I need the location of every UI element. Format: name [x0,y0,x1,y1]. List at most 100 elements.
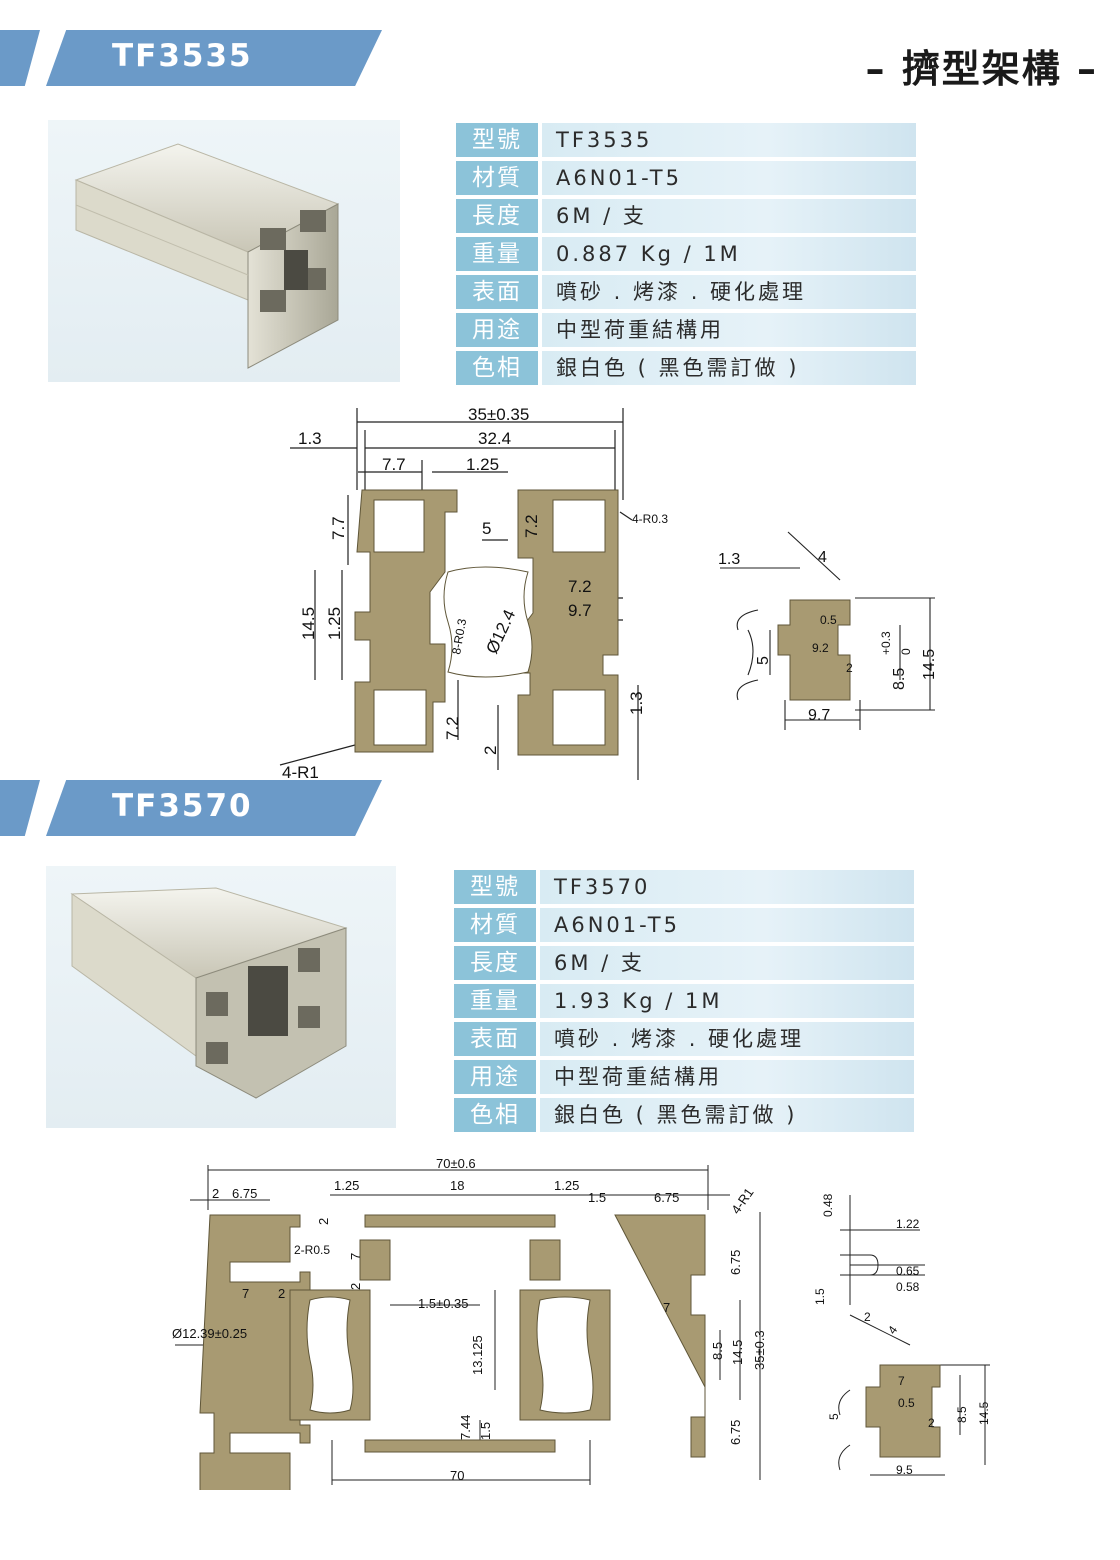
t-nut-drawing-tf3570: 1.22 0.65 0.58 2 7 0.5 2 9.5 0.48 1.5 4 … [813,1193,991,1477]
cross-section-drawing-tf3535: 35±0.35 32.4 1.3 7.7 1.25 5 7.2 9.7 4-R1… [279,405,668,782]
spec-value: 6M / 支 [556,204,647,228]
banner-stripe [0,30,40,86]
spec-row: 重量 1.93 Kg / 1M [454,983,914,1021]
spec-value: A6N01-T5 [556,166,682,190]
dim-label: 2 [316,1218,331,1225]
dim-label: 2-R0.5 [294,1243,330,1257]
dim-label: 4-R1 [728,1185,756,1217]
dim-label: 7.7 [329,516,348,540]
dim-label: 0.48 [821,1193,835,1217]
spec-row: 表面噴砂 . 烤漆 . 硬化處理 [454,1021,914,1059]
spec-label: 表面 [456,275,538,309]
product-photo-tf3535 [48,120,400,382]
aluminum-profile-image [70,887,348,1099]
dim-label: 6.75 [232,1186,257,1201]
spec-bar [540,870,914,904]
spec-value: 6M / 支 [554,951,645,975]
dim-label: 1.25 [466,455,499,474]
t-nut-drawing-tf3535: 1.3 4 9.7 0.5 9.2 2 +0.3 0 8.5 14.5 5 [718,531,938,730]
spec-bar [542,161,916,195]
spec-value: 中型荷重結構用 [554,1065,722,1089]
spec-label: 用途 [456,313,538,347]
dim-label: 7.2 [522,514,541,538]
dim-label: 4-R1 [282,763,319,782]
spec-value: 1.93 Kg / 1M [554,989,723,1013]
spec-label: 材質 [454,908,536,942]
banner-stripe [46,780,382,836]
spec-label: 重量 [454,984,536,1018]
dim-label: 9.7 [808,707,830,724]
spec-value: TF3535 [556,128,653,152]
spec-bar [542,199,916,233]
dim-label: 7.44 [458,1415,473,1440]
spec-value: 噴砂 . 烤漆 . 硬化處理 [554,1027,805,1051]
dim-label: 2 [928,1416,935,1430]
spec-label: 用途 [454,1060,536,1094]
spec-row: 色相銀白色 ( 黑色需訂做 ) [454,1097,914,1135]
dim-label: 8.5 [955,1406,969,1423]
dim-label: 1.25 [554,1178,579,1193]
spec-row: 色相銀白色 ( 黑色需訂做 ) [456,350,916,388]
dim-label: 1.3 [298,429,322,448]
dim-label: 6.75 [728,1250,743,1275]
brand-title: – 擠型架構 – [865,47,1098,91]
section-title: TF3570 [112,788,253,824]
spec-bar [542,275,916,309]
spec-bar [542,313,916,347]
dim-label: 7.2 [443,716,462,740]
spec-value: A6N01-T5 [554,913,680,937]
dim-label: 4 [885,1323,900,1337]
dim-label: 35±0.3 [752,1330,767,1370]
dim-label: 1.3 [718,551,740,568]
dim-label: +0.3 [879,631,893,655]
spec-label: 表面 [454,1022,536,1056]
dim-label: 0.5 [898,1396,915,1410]
banner-stripe [0,780,40,836]
dim-label: 7.2 [568,577,592,596]
section-banner-tf3535: TF3535 [0,30,390,86]
dim-label: 0 [899,648,913,655]
spec-value: 銀白色 ( 黑色需訂做 ) [556,356,800,380]
spec-row: 重量 0.887 Kg / 1M [456,236,916,274]
spec-label: 型號 [454,870,536,904]
dim-label: 7 [348,1253,363,1260]
dim-label: 0.5 [820,613,837,627]
spec-bar [542,351,916,385]
spec-label: 長度 [454,946,536,980]
spec-label: 重量 [456,237,538,271]
dim-label: 8-R0.3 [449,617,469,655]
cross-section-drawing-tf3570: 70±0.6 2 6.75 1.25 18 1.25 1.5 6.75 7 7 … [172,1156,767,1490]
spec-row: 表面噴砂 . 烤漆 . 硬化處理 [456,274,916,312]
spec-label: 型號 [456,123,538,157]
dim-label: 2 [846,661,853,675]
dim-label: 1.5±0.35 [418,1296,469,1311]
dim-label: 9.2 [812,641,829,655]
product-photo-tf3570 [46,866,396,1128]
spec-label: 材質 [456,161,538,195]
dim-label: 2 [481,746,500,755]
spec-bar [542,123,916,157]
dim-label: 1.3 [627,691,646,715]
dim-label: 5 [827,1413,841,1420]
dim-label: 1.25 [325,607,344,640]
dim-label: 14.5 [299,607,318,640]
spec-bar [540,946,914,980]
banner-stripe [46,30,382,86]
spec-value: 0.887 Kg / 1M [556,242,741,266]
dim-label: 1.22 [896,1217,920,1231]
dim-label: 4 [818,549,827,566]
dim-label: 2 [864,1310,871,1324]
dim-label: 1.5 [813,1288,827,1305]
dim-label: 1.5 [478,1422,493,1440]
spec-bar [542,237,916,271]
spec-row: 材質 A6N01-T5 [456,160,916,198]
spec-value: 銀白色 ( 黑色需訂做 ) [554,1103,798,1127]
dim-label: 6.75 [728,1420,743,1445]
spec-bar [540,984,914,1018]
dim-label: 35±0.35 [468,405,529,424]
spec-bar [540,1098,914,1132]
dim-label: 14.5 [921,649,938,680]
